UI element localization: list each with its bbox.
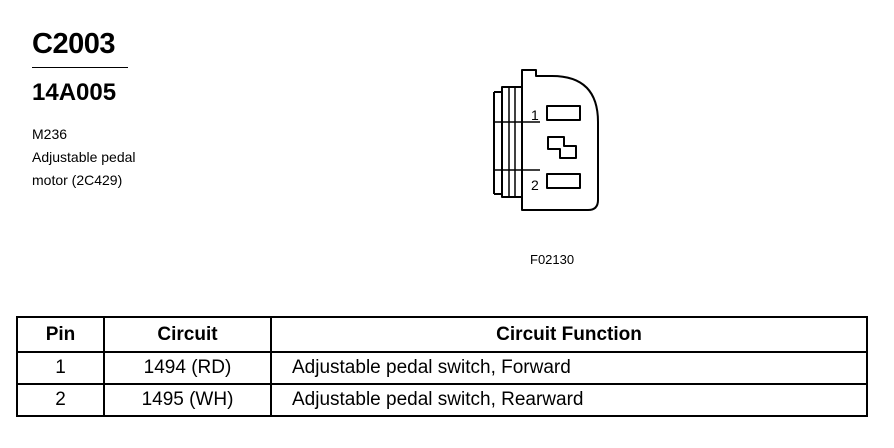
pin-circuit-table: Pin Circuit Circuit Function 1 1494 (RD)… xyxy=(16,316,868,417)
pin-1-label: 1 xyxy=(531,107,539,123)
description-line-3: motor (2C429) xyxy=(32,172,123,188)
title-divider xyxy=(32,67,128,68)
circuit-cell: 1494 (RD) xyxy=(103,351,272,385)
circuit-cell: 1495 (WH) xyxy=(103,383,272,417)
part-number: 14A005 xyxy=(32,79,117,106)
pin-1-cavity xyxy=(546,105,581,121)
table-row: 1 1494 (RD) Adjustable pedal switch, For… xyxy=(16,351,868,385)
figure-code: F02130 xyxy=(530,252,575,267)
keyway-feature xyxy=(547,136,577,159)
column-header-circuit-function: Circuit Function xyxy=(270,316,868,353)
description-line-1: M236 xyxy=(32,126,68,142)
connector-id: C2003 xyxy=(32,28,115,60)
circuit-function-cell: Adjustable pedal switch, Rearward xyxy=(270,383,868,417)
circuit-function-cell: Adjustable pedal switch, Forward xyxy=(270,351,868,385)
description-line-2: Adjustable pedal xyxy=(32,149,136,165)
connector-housing-outline xyxy=(521,69,599,211)
table-row: 2 1495 (WH) Adjustable pedal switch, Rea… xyxy=(16,383,868,417)
connector-face-diagram: 1 2 xyxy=(493,69,599,211)
connector-latch-body xyxy=(501,86,523,198)
table-header-row: Pin Circuit Circuit Function xyxy=(16,316,868,353)
column-header-circuit: Circuit xyxy=(103,316,272,353)
column-header-pin: Pin xyxy=(16,316,105,353)
pin-cell: 1 xyxy=(16,351,105,385)
pin-2-cavity xyxy=(546,173,581,189)
pin-cell: 2 xyxy=(16,383,105,417)
pin-2-label: 2 xyxy=(531,177,539,193)
